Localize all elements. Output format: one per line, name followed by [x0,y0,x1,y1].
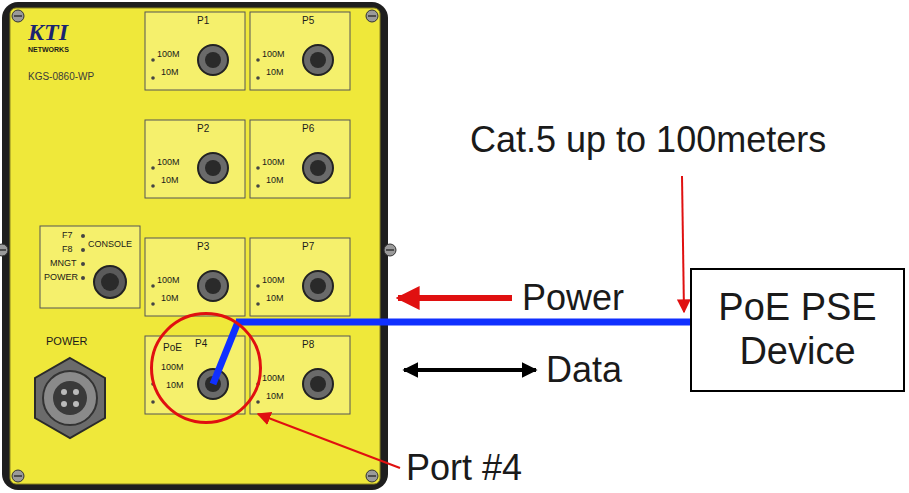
panel-label: P1 [197,16,209,26]
panel-label: 100M [157,158,180,167]
cable [236,319,690,326]
panel-label: F7 [62,231,73,240]
port [145,12,245,90]
port-label: 10M [166,381,184,390]
panel-label: P2 [197,124,209,134]
model-name: KGS-0860-WP [28,72,94,82]
led-dots [81,234,85,280]
panel-label: 10M [161,176,179,185]
screw [0,244,8,256]
panel-label: 100M [262,50,285,59]
panel-label: 100M [157,276,180,285]
front-plate [10,8,380,484]
panel-label: 10M [266,294,284,303]
screw [12,470,24,482]
port [250,336,350,414]
panel-label: 100M [262,374,285,383]
panel-label: 10M [266,176,284,185]
panel-label: 10M [161,294,179,303]
leader-line [682,176,684,312]
panel-label: MNGT [50,259,77,268]
brand-logo: KTI [28,20,68,44]
port-label: PoE [163,343,182,353]
port [250,238,350,316]
device-box: PoE PSE Device [690,268,905,392]
screw [366,470,378,482]
screw [12,10,24,22]
port [145,120,245,198]
panel-label: P8 [302,340,314,350]
port-label: 100M [161,363,184,372]
panel-label: 100M [262,276,285,285]
panel-label: P7 [302,242,314,252]
panel-label: CONSOLE [88,240,132,249]
annotation-label: Power [522,280,624,316]
power-connector [35,358,105,438]
annotation-label: Data [546,352,622,388]
port-highlight: PoE P4 100M 10M [150,312,262,424]
leader-line [258,414,400,468]
port [250,12,350,90]
led-panel [40,226,140,308]
panel-label: POWER [46,336,88,347]
panel-label: 10M [266,68,284,77]
console-connector [94,266,126,298]
screw [366,10,378,22]
power-arrow [398,295,512,301]
port [145,238,245,316]
panel-label: POWER [44,273,78,282]
panel-label: P3 [197,242,209,252]
ports [145,12,350,414]
screw [384,244,396,256]
port-label: P4 [195,339,207,349]
panel-label: P6 [302,124,314,134]
data-arrow [404,368,536,372]
device-label: PoE PSE Device [702,286,893,373]
panel-label: 10M [266,392,284,401]
panel-label: 10M [161,68,179,77]
cable-end [213,322,238,384]
panel-label: P5 [302,16,314,26]
panel-label: 100M [157,50,180,59]
screws [0,10,396,482]
panel-label: F8 [62,245,73,254]
port [250,120,350,198]
annotation-label: Cat.5 up to 100meters [470,122,826,158]
housing [2,2,388,490]
annotation-label: Port #4 [406,450,522,486]
brand-name: NETWORKS [28,46,69,53]
panel-label: 100M [262,158,285,167]
